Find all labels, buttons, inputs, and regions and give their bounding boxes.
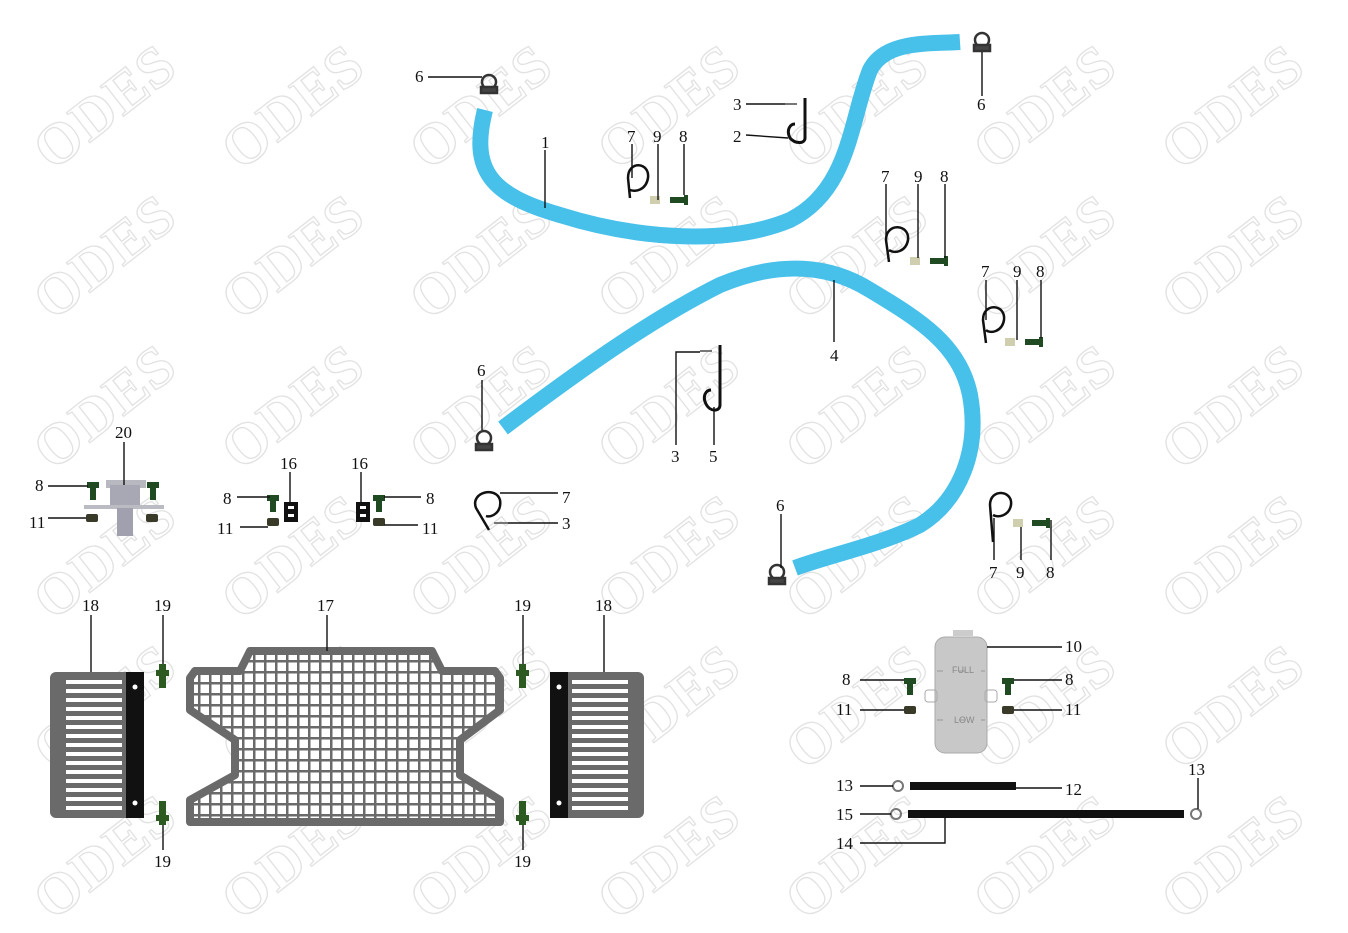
callout-label-8: 8 (1065, 670, 1074, 689)
callout-label-11: 11 (422, 519, 439, 538)
callout-label-4: 4 (830, 346, 839, 365)
callout-label-8: 8 (842, 670, 851, 689)
hose-14 (908, 810, 1184, 818)
callout-label-5: 5 (709, 447, 718, 466)
bolt-19 (156, 664, 529, 825)
callout-label-15: 15 (836, 805, 853, 824)
callout-label-8: 8 (426, 489, 435, 508)
callout-label-8: 8 (940, 167, 949, 186)
bolt-8 (87, 195, 1050, 695)
callout-label-11: 11 (217, 519, 234, 538)
callout-label-2: 2 (733, 127, 742, 146)
parts-diagram: FULL LOW (48, 31, 1202, 850)
callout-label-9: 9 (653, 127, 662, 146)
callout-label-17: 17 (317, 596, 334, 615)
grille-17 (186, 647, 504, 826)
callout-label-3: 3 (671, 447, 680, 466)
hose-clamp-6 (474, 31, 992, 586)
callout-label-20: 20 (115, 423, 132, 442)
tank-full-label: FULL (952, 665, 974, 675)
callout-label-11: 11 (29, 513, 46, 532)
callout-label-9: 9 (914, 167, 923, 186)
callout-label-6: 6 (977, 95, 986, 114)
mount-bracket-20 (84, 480, 164, 536)
callout-label-3: 3 (562, 514, 571, 533)
callout-label-19: 19 (154, 596, 171, 615)
callout-label-7: 7 (881, 167, 890, 186)
callout-label-9: 9 (1016, 563, 1025, 582)
callout-label-13: 13 (836, 776, 853, 795)
callout-label-6: 6 (415, 67, 424, 86)
side-cover-18-right (550, 672, 644, 818)
callout-label-3: 3 (733, 95, 742, 114)
tank-low-label: LOW (954, 715, 975, 725)
hose-12 (910, 782, 1016, 790)
callout-label-7: 7 (562, 488, 571, 507)
callout-label-7: 7 (981, 262, 990, 281)
callout-label-8: 8 (35, 476, 44, 495)
side-cover-18-left (50, 672, 144, 818)
hose-1 (472, 34, 961, 245)
callout-label-18: 18 (595, 596, 612, 615)
callout-label-19: 19 (154, 852, 171, 871)
callout-label-12: 12 (1065, 780, 1082, 799)
callout-label-11: 11 (836, 700, 853, 719)
callout-label-13: 13 (1188, 760, 1205, 779)
callout-label-8: 8 (223, 489, 232, 508)
callout-label-8: 8 (1046, 563, 1055, 582)
callout-label-8: 8 (679, 127, 688, 146)
callout-label-18: 18 (82, 596, 99, 615)
callout-label-9: 9 (1013, 262, 1022, 281)
callout-label-10: 10 (1065, 637, 1082, 656)
reservoir-tank-10 (924, 630, 998, 754)
callout-label-16: 16 (351, 454, 368, 473)
hose-4 (498, 260, 981, 576)
callout-label-11: 11 (1065, 700, 1082, 719)
callout-label-6: 6 (776, 496, 785, 515)
callout-label-8: 8 (1036, 262, 1045, 281)
p-clip-7 (473, 164, 1013, 543)
callout-label-6: 6 (477, 361, 486, 380)
washer-9 (650, 196, 1023, 527)
callout-label-16: 16 (280, 454, 297, 473)
nut-11 (86, 514, 1014, 714)
callout-label-14: 14 (836, 834, 853, 853)
callout-label-7: 7 (989, 563, 998, 582)
callout-label-1: 1 (541, 133, 550, 152)
callout-label-7: 7 (627, 127, 636, 146)
screw-3 (494, 103, 797, 524)
plate-16 (284, 502, 370, 522)
callout-label-19: 19 (514, 596, 531, 615)
hook-clip (702, 98, 807, 412)
callout-label-19: 19 (514, 852, 531, 871)
